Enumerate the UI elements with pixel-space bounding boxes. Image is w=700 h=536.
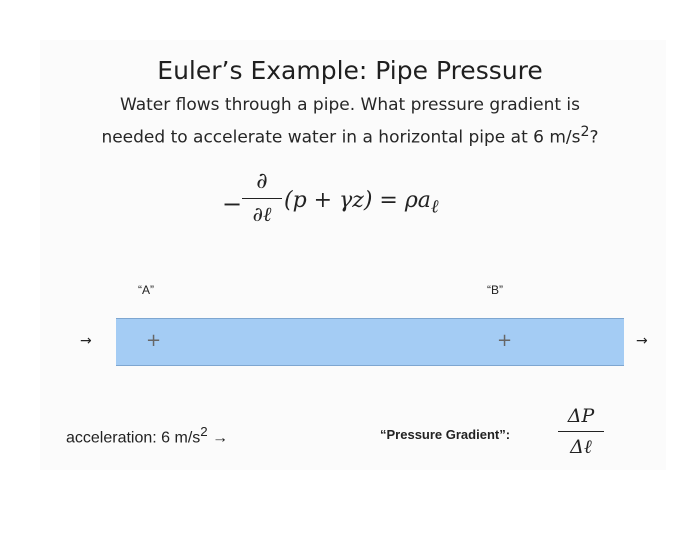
point-a-label: “A” xyxy=(138,283,154,297)
pressure-gradient-fraction: ΔP Δℓ xyxy=(558,404,604,459)
pressure-gradient-label: “Pressure Gradient”: xyxy=(380,427,511,442)
subtitle-line-1: Water flows through a pipe. What pressur… xyxy=(119,95,581,115)
pressure-gradient-denominator: Δℓ xyxy=(570,436,592,458)
equation-minus: − xyxy=(222,190,243,218)
acceleration-exponent: 2 xyxy=(200,424,208,439)
pressure-gradient-bar xyxy=(558,431,604,432)
pressure-gradient-numerator: ΔP xyxy=(567,405,595,427)
equation-rhs: (p + γz) = ρaℓ xyxy=(284,188,439,217)
acceleration-text: acceleration: 6 m/s xyxy=(66,429,201,447)
point-b-marker: + xyxy=(497,330,513,351)
equation-fraction-bar xyxy=(242,198,282,199)
equation-fraction: ∂ ∂ℓ xyxy=(242,168,282,227)
acceleration-label: acceleration: 6 m/s2 → xyxy=(66,424,228,447)
slide-subtitle: Water flows through a pipe. What pressur… xyxy=(0,92,700,152)
subtitle-exponent: 2 xyxy=(580,124,590,140)
subtitle-question-mark: ? xyxy=(589,127,599,148)
slide-background xyxy=(40,40,666,470)
point-b-label: “B” xyxy=(487,283,503,297)
outlet-arrow-icon: → xyxy=(636,333,648,349)
equation-body: (p + γz) = ρa xyxy=(284,188,431,213)
subtitle-line-2: needed to accelerate water in a horizont… xyxy=(0,119,700,152)
point-a-marker: + xyxy=(146,330,162,351)
equation-subscript: ℓ xyxy=(430,196,439,218)
pipe: + + xyxy=(116,318,624,366)
slide-title: Euler’s Example: Pipe Pressure xyxy=(157,56,543,85)
equation-numerator: ∂ xyxy=(256,169,268,194)
inlet-arrow-icon: → xyxy=(80,333,92,349)
euler-equation: − ∂ ∂ℓ (p + γz) = ρaℓ xyxy=(222,168,502,238)
acceleration-arrow-icon: → xyxy=(212,429,229,447)
subtitle-line-2-text: needed to accelerate water in a horizont… xyxy=(101,127,581,148)
equation-denominator: ∂ℓ xyxy=(252,202,272,226)
